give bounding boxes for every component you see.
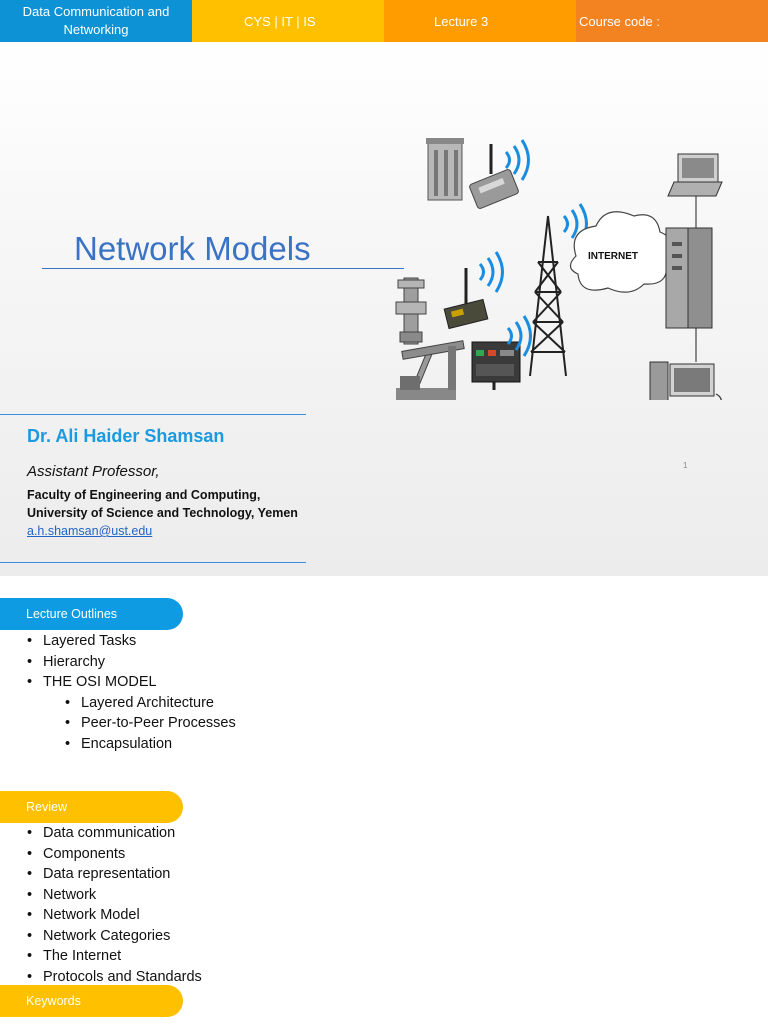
departments-label: CYS | IT | IS (192, 0, 384, 42)
lecture-outlines-heading: Lecture Outlines (0, 598, 183, 630)
title-slide: Network Models (0, 42, 768, 576)
wireless-modem-icon (469, 144, 519, 209)
radio-tower-icon (529, 215, 567, 377)
review-item: Network Model (27, 905, 202, 926)
divider-bottom (0, 562, 306, 563)
wellhead-icon (395, 277, 427, 345)
outline-item: THE OSI MODEL (27, 672, 236, 693)
server-icon (665, 227, 713, 329)
course-name: Data Communication and Networking (0, 0, 192, 42)
review-item: The Internet (27, 946, 202, 967)
review-item: Network Categories (27, 926, 202, 947)
desktop-computer-icon (649, 361, 722, 400)
review-list: Data communicationComponentsData represe… (27, 823, 202, 987)
review-label: Review (26, 800, 67, 814)
author-name: Dr. Ali Haider Shamsan (27, 426, 225, 446)
review-item: Protocols and Standards (27, 967, 202, 988)
outline-subitem: Peer-to-Peer Processes (27, 713, 236, 734)
header-bar: Data Communication and Networking CYS | … (0, 0, 768, 42)
cloud-label: INTERNET (588, 251, 638, 262)
review-item: Data communication (27, 823, 202, 844)
review-item: Components (27, 844, 202, 865)
review-item: Data representation (27, 864, 202, 885)
review-item: Network (27, 885, 202, 906)
wifi-waves-icon (504, 139, 530, 181)
laptop-icon (667, 153, 723, 197)
affiliation-faculty: Faculty of Engineering and Computing, (27, 488, 261, 502)
page-number: 1 (683, 461, 688, 470)
storage-tank-icon (426, 138, 464, 201)
lecture-outlines-label: Lecture Outlines (26, 607, 118, 621)
outline-item: Layered Tasks (27, 631, 236, 652)
affiliation-university: University of Science and Technology, Ye… (27, 506, 298, 520)
keywords-label: Keywords (26, 994, 81, 1008)
wifi-waves-icon (506, 315, 532, 357)
radio-unit-icon (443, 268, 489, 330)
pumpjack-icon (396, 340, 465, 400)
outline-list: Layered TasksHierarchyTHE OSI MODELLayer… (27, 631, 236, 754)
course-code-label: Course code : (576, 0, 768, 42)
rtu-controller-icon (471, 341, 521, 390)
divider-top (0, 414, 306, 415)
outline-item: Hierarchy (27, 652, 236, 673)
slide-title: Network Models (74, 230, 311, 267)
outline-subitem: Encapsulation (27, 734, 236, 755)
lecture-number: Lecture 3 (384, 0, 576, 42)
author-position: Assistant Professor, (27, 463, 160, 480)
email-link[interactable]: a.h.shamsan@ust.edu (27, 524, 153, 538)
wifi-waves-icon (478, 251, 504, 293)
network-diagram: INTERNET (395, 138, 723, 400)
title-underline (42, 268, 404, 269)
keywords-heading: Keywords (0, 985, 183, 1017)
review-heading: Review (0, 791, 183, 823)
outline-subitem: Layered Architecture (27, 693, 236, 714)
